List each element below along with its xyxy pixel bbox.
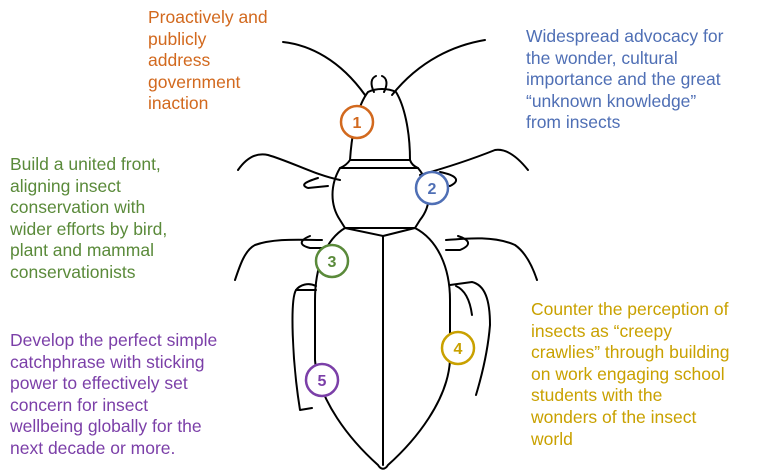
front-left-leg bbox=[238, 154, 340, 180]
label-4-line: wonders of the insect bbox=[531, 407, 729, 429]
label-1-line: inaction bbox=[148, 93, 268, 115]
marker-4: 4 bbox=[442, 332, 474, 364]
right-elytron-line bbox=[383, 228, 415, 236]
label-3-line: conservationists bbox=[10, 262, 167, 284]
label-4: Counter the perception of insects as “cr… bbox=[531, 299, 729, 450]
label-1-line: Proactively and bbox=[148, 7, 268, 29]
label-2-line: Widespread advocacy for bbox=[526, 26, 723, 48]
label-2-line: the wonder, cultural bbox=[526, 48, 723, 70]
marker-2: 2 bbox=[416, 172, 448, 204]
marker-number: 3 bbox=[328, 254, 337, 271]
label-4-line: insects as “creepy bbox=[531, 321, 729, 343]
label-5-line: concern for insect bbox=[10, 395, 217, 417]
middle-left-leg bbox=[235, 240, 322, 280]
label-2: Widespread advocacy for the wonder, cult… bbox=[526, 26, 723, 134]
label-5-line: catchphrase with sticking bbox=[10, 352, 217, 374]
marker-3: 3 bbox=[316, 245, 348, 277]
right-antenna bbox=[392, 40, 485, 95]
marker-number: 1 bbox=[353, 115, 362, 132]
middle-left-joint bbox=[302, 236, 322, 248]
label-3-line: wider efforts by bird, bbox=[10, 219, 167, 241]
label-4-line: Counter the perception of bbox=[531, 299, 729, 321]
marker-1: 1 bbox=[341, 106, 373, 138]
label-1-line: government bbox=[148, 72, 268, 94]
marker-5: 5 bbox=[306, 364, 338, 396]
label-4-line: crawlies” through building bbox=[531, 342, 729, 364]
label-5-line: next decade or more. bbox=[10, 438, 217, 460]
marker-number: 4 bbox=[454, 341, 463, 358]
front-right-leg bbox=[420, 150, 528, 175]
label-4-line: students with the bbox=[531, 385, 729, 407]
label-4-line: world bbox=[531, 429, 729, 451]
marker-number: 5 bbox=[318, 373, 327, 390]
label-3-line: Build a united front, bbox=[10, 154, 167, 176]
label-3-line: conservation with bbox=[10, 197, 167, 219]
marker-number: 2 bbox=[428, 181, 437, 198]
front-left-joint bbox=[304, 178, 328, 188]
label-5-line: power to effectively set bbox=[10, 373, 217, 395]
label-5-line: Develop the perfect simple bbox=[10, 330, 217, 352]
middle-right-joint bbox=[446, 236, 468, 250]
label-1-line: address bbox=[148, 50, 268, 72]
label-5: Develop the perfect simple catchphrase w… bbox=[10, 330, 217, 460]
hind-right-leg-outer bbox=[456, 286, 472, 315]
neck bbox=[340, 160, 418, 168]
left-elytron-line bbox=[345, 228, 383, 236]
label-3-line: aligning insect bbox=[10, 176, 167, 198]
label-2-line: importance and the great bbox=[526, 69, 723, 91]
label-1-line: publicly bbox=[148, 29, 268, 51]
label-3-line: plant and mammal bbox=[10, 240, 167, 262]
left-antenna bbox=[283, 42, 365, 95]
label-3: Build a united front, aligning insect co… bbox=[10, 154, 167, 284]
label-1: Proactively and publicly address governm… bbox=[148, 7, 268, 115]
thorax bbox=[333, 168, 429, 228]
label-5-line: wellbeing globally for the bbox=[10, 416, 217, 438]
label-2-line: “unknown knowledge” bbox=[526, 91, 723, 113]
middle-right-leg bbox=[446, 238, 537, 280]
label-2-line: from insects bbox=[526, 112, 723, 134]
label-4-line: on work engaging school bbox=[531, 364, 729, 386]
